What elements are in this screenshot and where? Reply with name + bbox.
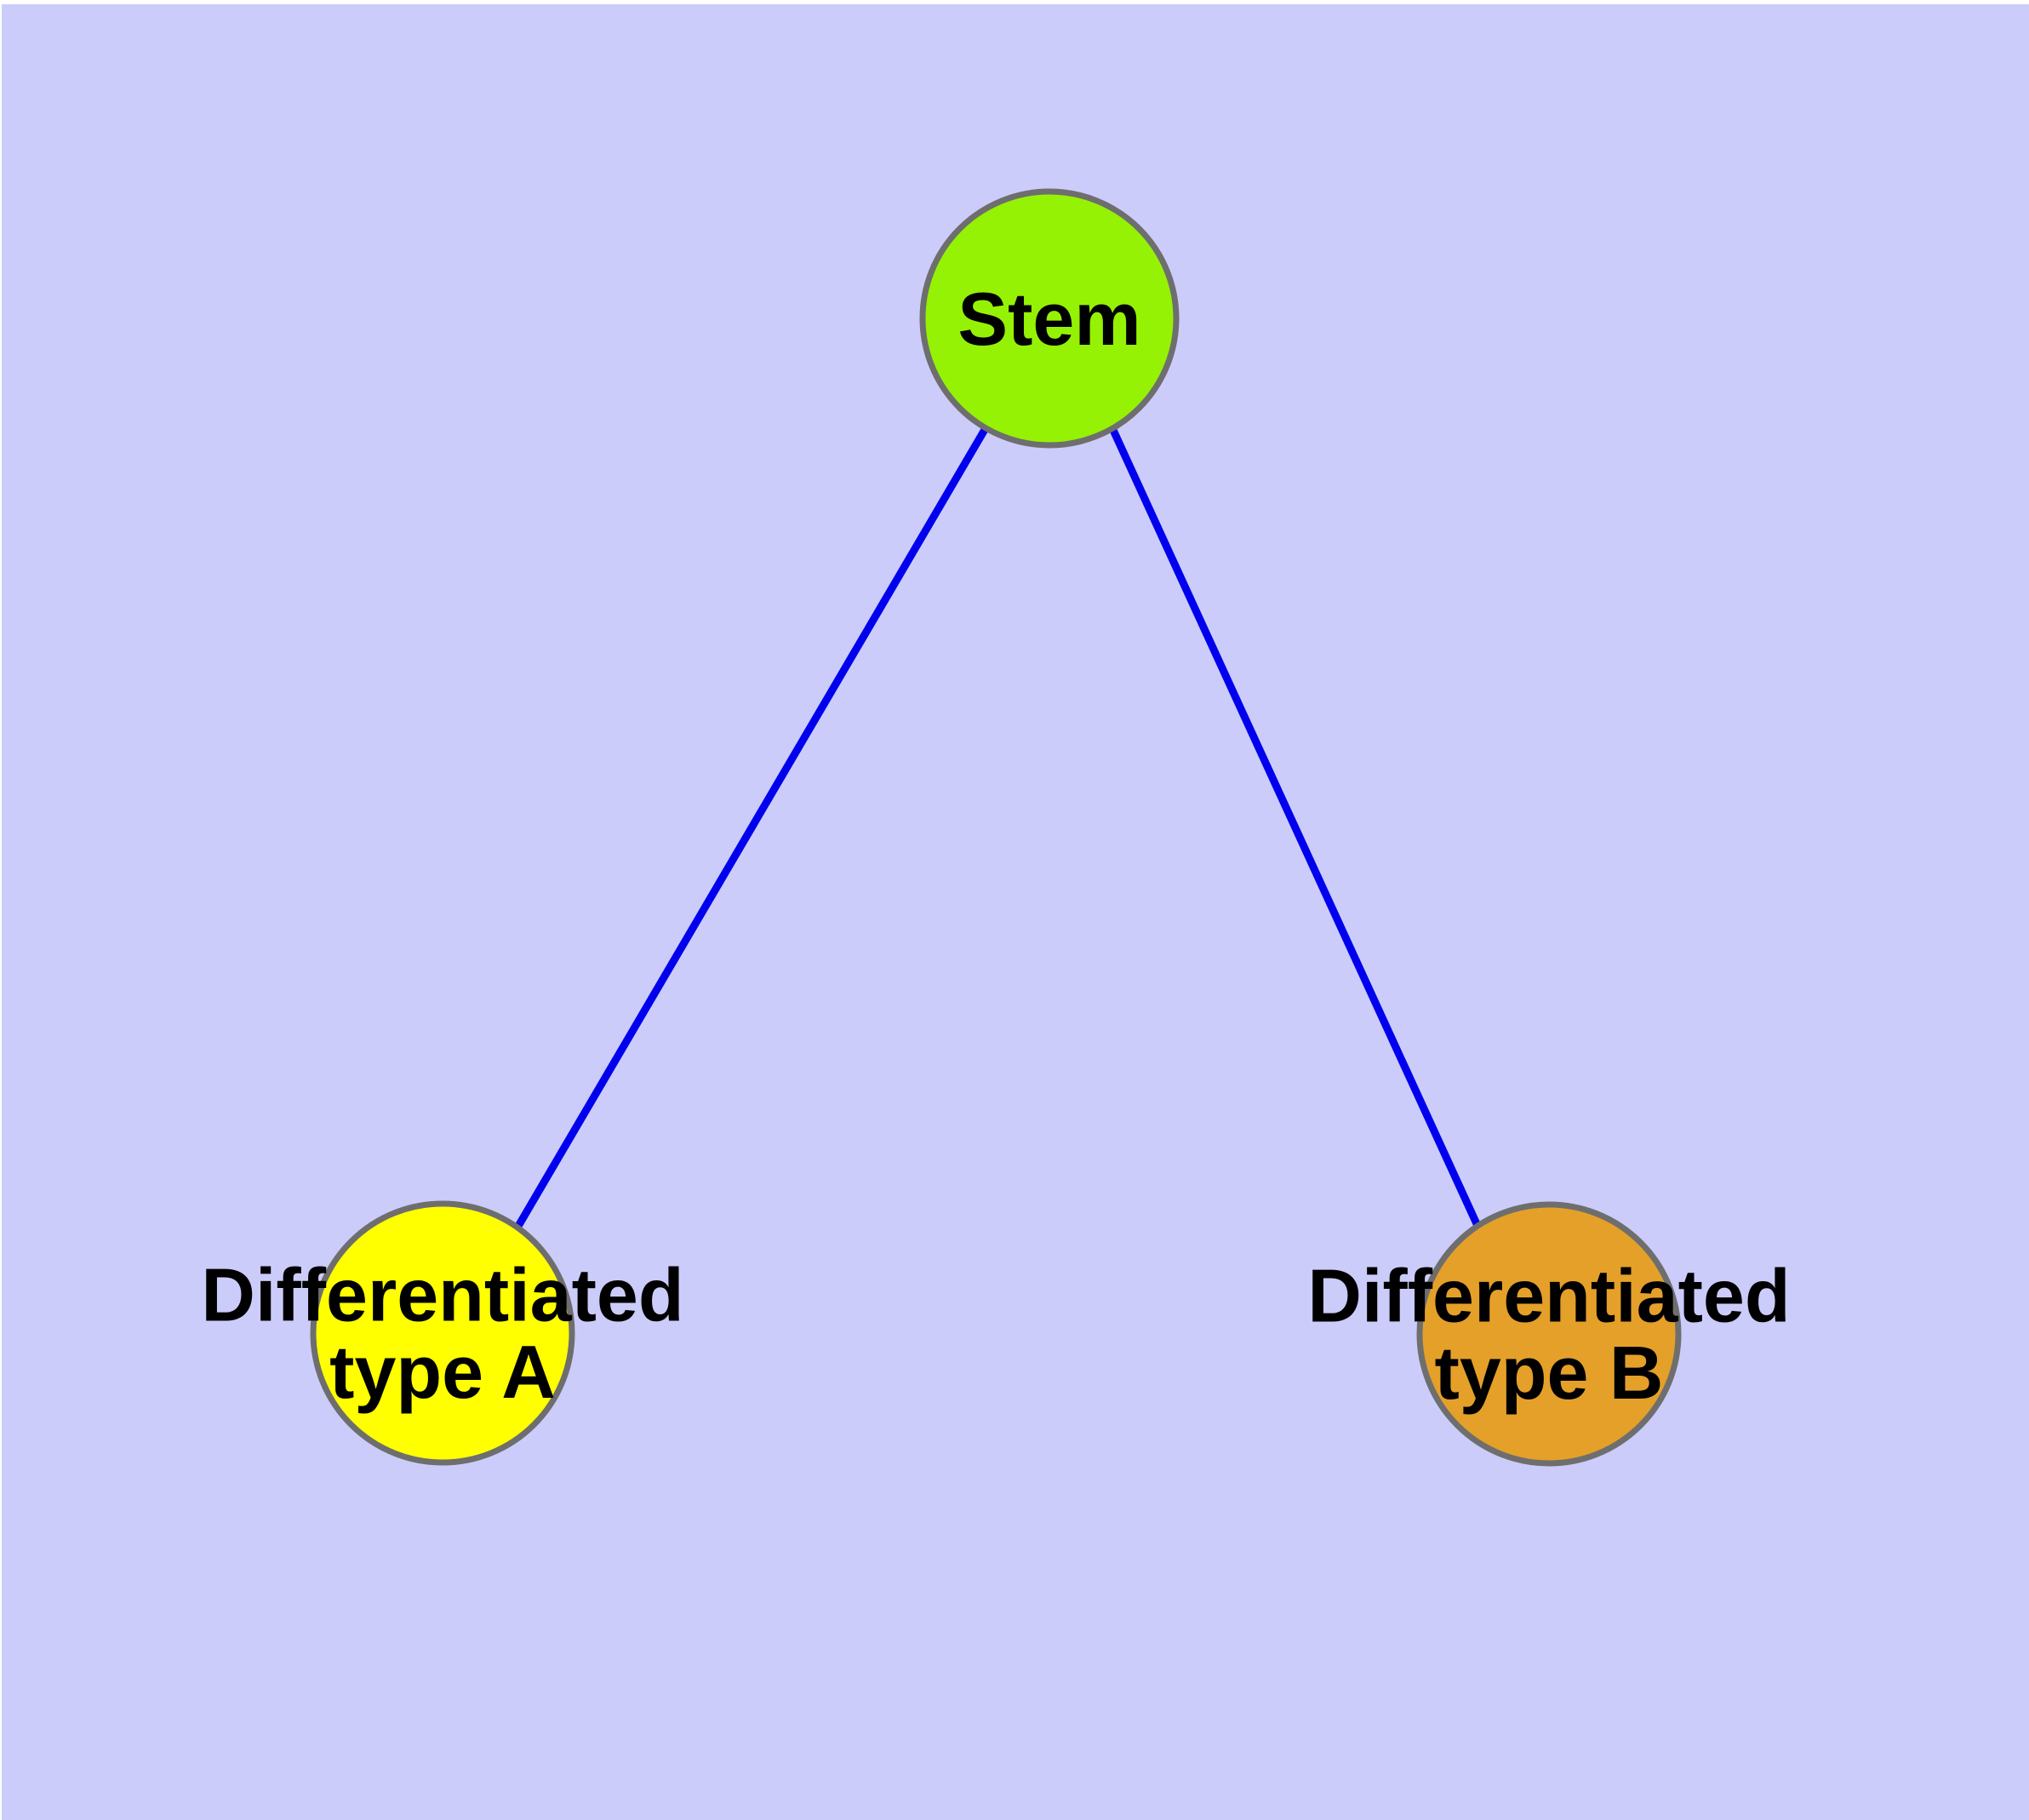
node-stem[interactable]: Stem [919,188,1180,449]
label-line: Stem [957,277,1140,361]
label-line: type A [329,1330,556,1414]
edge-stem-to-differentiated-type-b [1108,426,1483,1229]
node-stem-circle[interactable] [919,188,1180,449]
label-line: Differentiated [1307,1253,1790,1337]
edges-layer [514,426,1483,1230]
node-differentiated-type-a-circle[interactable] [310,1200,575,1466]
edge-stem-to-differentiated-type-a [514,426,989,1230]
label-line: type B [1435,1331,1664,1415]
node-stem-label: Stem [957,277,1140,361]
node-differentiated-type-b-circle[interactable] [1416,1201,1682,1467]
label-line: Differentiated [201,1252,683,1336]
